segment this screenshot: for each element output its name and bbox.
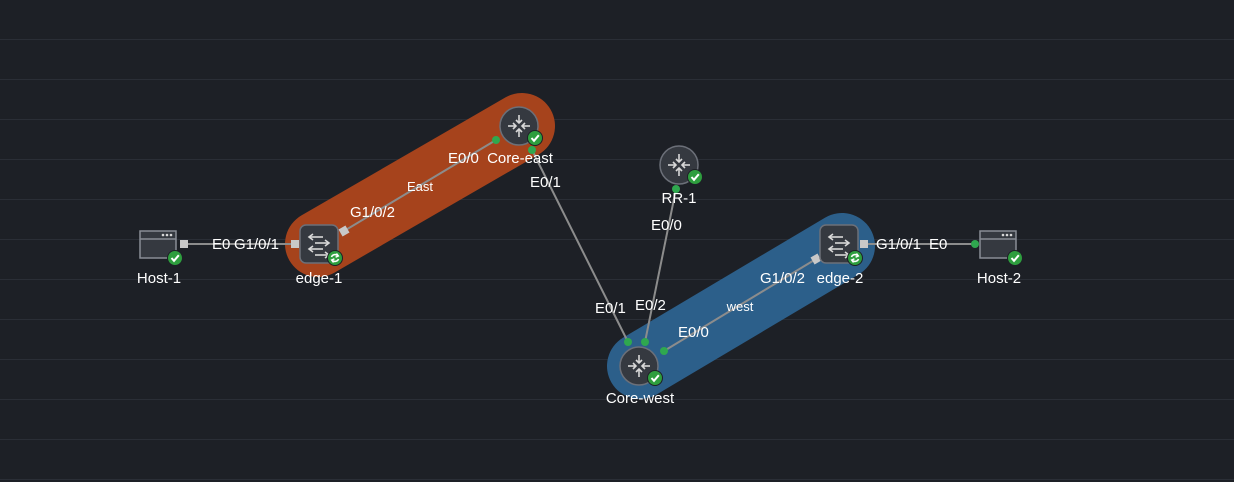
node-rr1[interactable] [659,145,704,186]
status-ok-icon [686,168,704,186]
port-markers [180,136,979,355]
node-edge1[interactable] [299,224,344,267]
link-corewest-edge2[interactable] [663,258,817,352]
node-host2[interactable] [979,230,1024,267]
status-sync-icon [846,249,864,267]
node-label-edge2: edge-2 [817,270,864,287]
port-label: E0/2 [635,297,666,314]
group-label-east: East [407,179,433,194]
node-label-host1: Host-1 [137,270,181,287]
link-rr1-corewest[interactable] [644,188,677,343]
node-label-core-west: Core-west [606,390,675,407]
status-sync-icon [326,249,344,267]
node-host1[interactable] [139,230,184,267]
link-edge1-coreeast[interactable] [343,139,497,232]
status-ok-icon [166,249,184,267]
port-label: G1/0/1 [876,236,921,253]
port-label: E0/1 [530,174,561,191]
group-label-west: west [726,299,754,314]
node-label-rr1: RR-1 [661,190,696,207]
node-label-edge1: edge-1 [296,270,343,287]
port-label: G1/0/2 [760,270,805,287]
port-label: G1/0/2 [350,204,395,221]
node-label-host2: Host-2 [977,270,1021,287]
port-label: E0/0 [678,324,709,341]
status-ok-icon [526,129,544,147]
port-label: E0/0 [651,217,682,234]
port-label: E0/0 [448,150,479,167]
link-coreeast-corewest[interactable] [531,149,629,343]
port-label: E0 [929,236,947,253]
port-label: G1/0/1 [234,236,279,253]
port-label: E0 [212,236,230,253]
status-ok-icon [646,369,664,387]
port-label: E0/1 [595,300,626,317]
status-ok-icon [1006,249,1024,267]
node-edge2[interactable] [819,224,864,267]
node-label-core-east: Core-east [487,150,554,167]
